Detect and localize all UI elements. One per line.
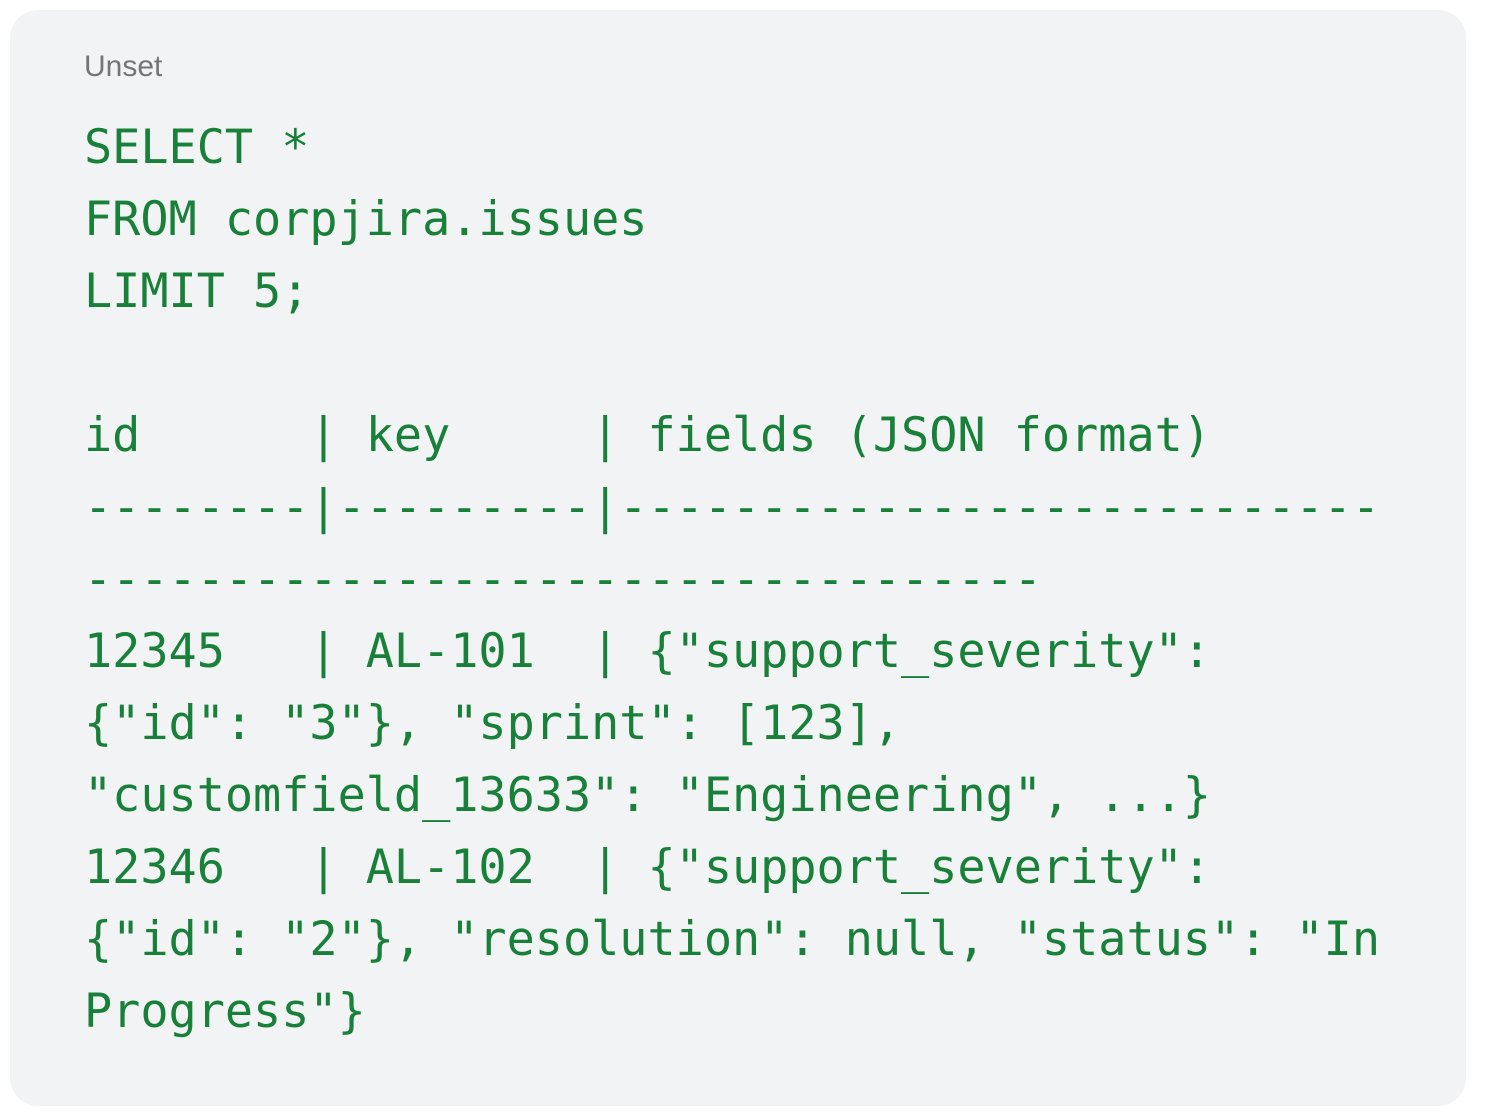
sql-query-and-result-output: SELECT * FROM corpjira.issues LIMIT 5; i…	[84, 121, 1381, 1039]
code-language-label: Unset	[84, 50, 163, 83]
code-block-card: Unset SELECT * FROM corpjira.issues LIMI…	[10, 10, 1466, 1106]
